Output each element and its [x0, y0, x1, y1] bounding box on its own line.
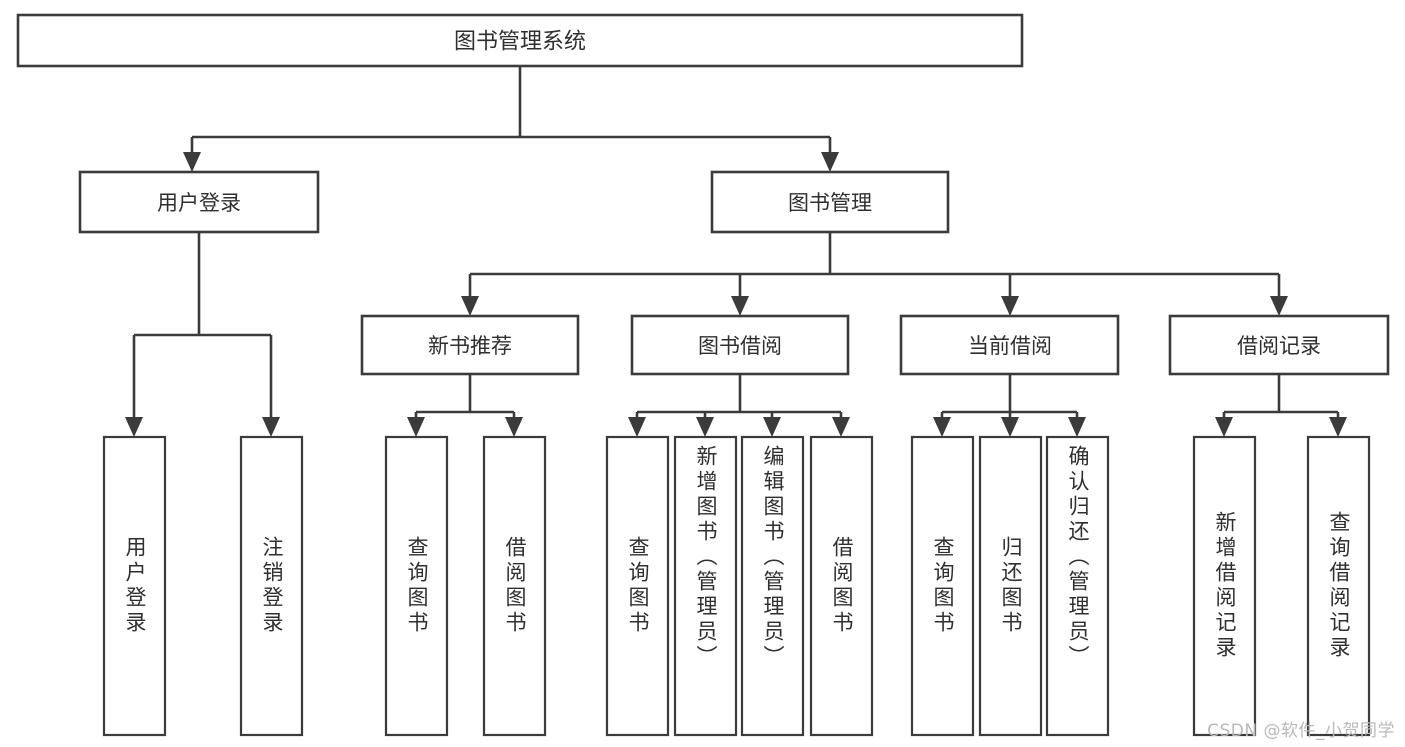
node-current-borrow-label: 当前借阅	[968, 334, 1052, 358]
leaf-box-edit-book-admin[interactable]	[740, 435, 805, 737]
node-root-label: 图书管理系统	[454, 30, 586, 55]
arrow-head-icon	[262, 417, 280, 437]
arrow-head-icon	[183, 152, 201, 172]
edge-user-login-to-leaves	[125, 232, 280, 437]
arrow-head-icon	[505, 417, 523, 437]
arrow-head-icon	[1215, 417, 1233, 437]
leaf-box-borrow-book-1[interactable]	[482, 435, 547, 737]
node-book-borrow[interactable]: 图书借阅	[630, 314, 850, 376]
arrow-head-icon	[1329, 417, 1347, 437]
watermark-text: CSDN @软件_小贺同学	[1207, 721, 1395, 741]
node-user-login-box	[78, 170, 320, 234]
leaf-box-logout[interactable]	[239, 435, 304, 737]
node-borrow-record[interactable]: 借阅记录	[1168, 314, 1390, 376]
arrow-head-icon	[933, 417, 951, 437]
node-book-borrow-label: 图书借阅	[698, 334, 782, 358]
edge-book-management-to-level3	[461, 232, 1288, 316]
leaf-box-query-book-1[interactable]	[384, 435, 449, 737]
arrow-head-icon	[461, 296, 479, 316]
leaf-box-return-book[interactable]	[978, 435, 1043, 737]
arrow-head-icon	[1001, 417, 1019, 437]
arrow-head-icon	[763, 417, 781, 437]
leaf-box-confirm-return-admin[interactable]	[1045, 435, 1110, 737]
arrow-head-icon	[832, 417, 850, 437]
edge-new-book-recommend-to-leaves	[407, 374, 523, 437]
node-current-borrow[interactable]: 当前借阅	[899, 314, 1120, 376]
leaf-box-add-book-admin[interactable]	[673, 435, 738, 737]
node-current-borrow-box	[899, 314, 1120, 376]
arrow-head-icon	[125, 417, 143, 437]
arrow-head-icon	[628, 417, 646, 437]
node-book-management[interactable]: 图书管理	[710, 170, 950, 234]
arrow-head-icon	[1001, 296, 1019, 316]
leaf-box-query-book-2[interactable]	[605, 435, 670, 737]
arrow-head-icon	[1270, 296, 1288, 316]
node-new-book-recommend-label: 新书推荐	[428, 334, 512, 358]
arrow-head-icon	[1068, 417, 1086, 437]
arrow-head-icon	[407, 417, 425, 437]
node-new-book-recommend-box	[360, 314, 580, 376]
leaf-box-user-login[interactable]	[102, 435, 167, 737]
leaf-box-add-borrow-record[interactable]	[1192, 435, 1257, 737]
leaf-box-query-borrow-record[interactable]	[1306, 435, 1371, 737]
node-user-login[interactable]: 用户登录	[78, 170, 320, 234]
arrow-head-icon	[821, 152, 839, 172]
edge-current-borrow-to-leaves	[933, 374, 1086, 437]
node-root[interactable]: 图书管理系统	[16, 13, 1024, 68]
edge-root-to-level2	[183, 66, 839, 172]
node-book-management-label: 图书管理	[788, 191, 872, 215]
node-user-login-label: 用户登录	[157, 191, 241, 215]
leaf-box-borrow-book-2[interactable]	[809, 435, 874, 737]
arrow-head-icon	[696, 417, 714, 437]
edge-book-borrow-to-leaves	[628, 374, 850, 437]
edge-borrow-record-to-leaves	[1215, 374, 1347, 437]
arrow-head-icon	[731, 296, 749, 316]
leaf-box-query-book-3[interactable]	[910, 435, 975, 737]
node-borrow-record-label: 借阅记录	[1237, 334, 1321, 358]
node-new-book-recommend[interactable]: 新书推荐	[360, 314, 580, 376]
node-root-box	[16, 13, 1024, 68]
